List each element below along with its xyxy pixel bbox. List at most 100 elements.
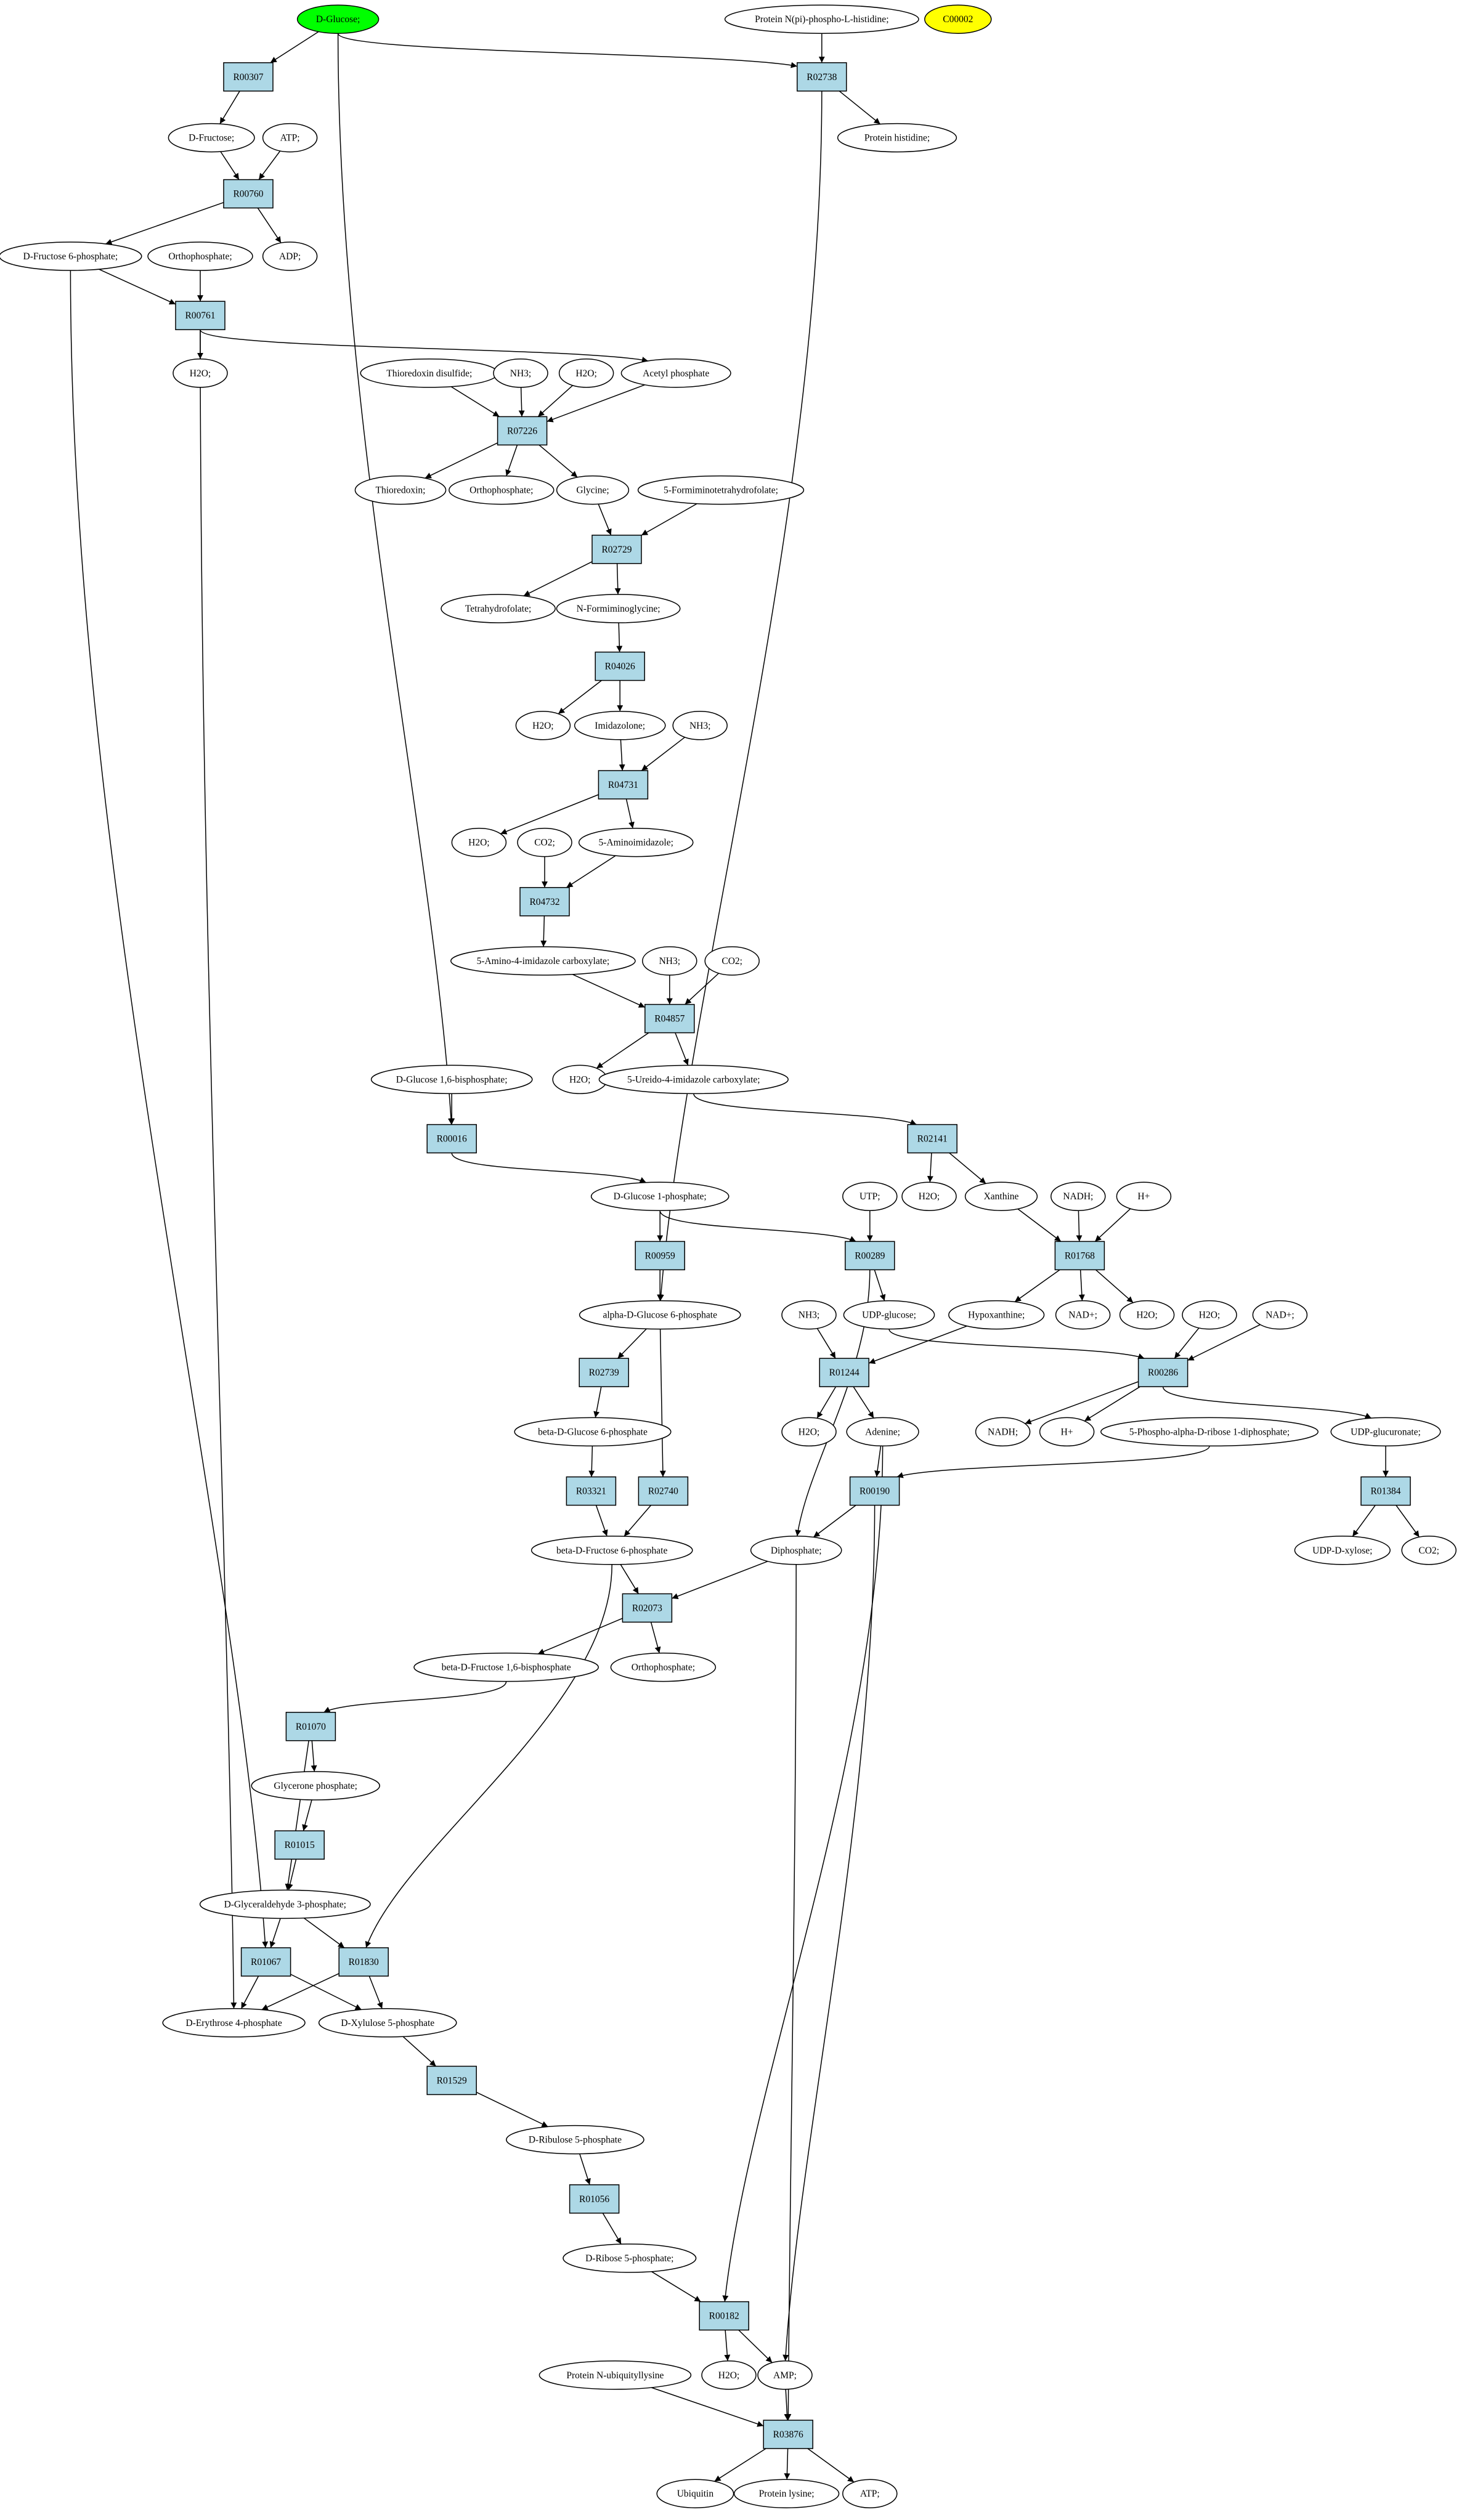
compound-node-nadh[interactable]: NADH; — [1051, 1181, 1106, 1211]
compound-node-beta-d-glucose-6-phosphate[interactable]: beta-D-Glucose 6-phosphate — [514, 1417, 672, 1447]
compound-node-5-aminoimidazole[interactable]: 5-Aminoimidazole; — [578, 827, 694, 857]
reaction-node-R00307[interactable]: R00307 — [223, 62, 274, 92]
compound-node-h2o[interactable]: H2O; — [173, 359, 228, 388]
compound-node-tetrahydrofolate[interactable]: Tetrahydrofolate; — [441, 594, 556, 623]
reaction-node-R04857[interactable]: R04857 — [644, 1003, 695, 1034]
reaction-node-R03876[interactable]: R03876 — [763, 2420, 813, 2449]
reaction-node-R04026[interactable]: R04026 — [595, 651, 645, 681]
compound-node-h[interactable]: H+ — [1116, 1181, 1172, 1211]
compound-node-d-fructose-6-phosphate[interactable]: D-Fructose 6-phosphate; — [0, 241, 142, 271]
reaction-node-R00959[interactable]: R00959 — [635, 1241, 685, 1271]
compound-node-h2o[interactable]: H2O; — [1119, 1300, 1175, 1330]
reaction-node-R01070[interactable]: R01070 — [285, 1712, 336, 1741]
reaction-node-R00190[interactable]: R00190 — [849, 1476, 900, 1506]
compound-node-protein-n-ubiquityllysine[interactable]: Protein N-ubiquityllysine — [538, 2360, 692, 2390]
reaction-node-R02740[interactable]: R02740 — [638, 1476, 689, 1506]
reaction-node-R01529[interactable]: R01529 — [426, 2065, 477, 2096]
compound-node-hypoxanthine[interactable]: Hypoxanthine; — [948, 1300, 1045, 1330]
compound-node-d-erythrose-4-phosphate[interactable]: D-Erythrose 4-phosphate — [162, 2008, 306, 2038]
compound-node-protein-lysine[interactable]: Protein lysine; — [733, 2479, 840, 2508]
compound-node-h2o[interactable]: H2O; — [451, 827, 507, 857]
compound-node-atp[interactable]: ATP; — [842, 2479, 898, 2508]
reaction-node-R04731[interactable]: R04731 — [598, 770, 649, 800]
compound-node-5-ureido-4-imidazole-carboxylate[interactable]: 5-Ureido-4-imidazole carboxylate; — [598, 1064, 789, 1095]
compound-node-5-formiminotetrahydrofolate[interactable]: 5-Formiminotetrahydrofolate; — [637, 475, 805, 505]
reaction-node-R02738[interactable]: R02738 — [797, 62, 847, 92]
compound-node-d-glyceraldehyde-3-phosphate[interactable]: D-Glyceraldehyde 3-phosphate; — [199, 1889, 371, 1919]
compound-node-udp-glucose[interactable]: UDP-glucose; — [843, 1300, 935, 1330]
compound-node-co2[interactable]: CO2; — [517, 827, 572, 857]
compound-node-n-formiminoglycine[interactable]: N-Formiminoglycine; — [556, 594, 681, 623]
reaction-node-R01056[interactable]: R01056 — [569, 2184, 620, 2214]
compound-node-co2[interactable]: CO2; — [1401, 1536, 1457, 1565]
reaction-node-R00760[interactable]: R00760 — [223, 179, 274, 209]
compound-node-h2o[interactable]: H2O; — [901, 1181, 957, 1211]
compound-node-nh3[interactable]: NH3; — [642, 946, 697, 976]
reaction-node-R01067[interactable]: R01067 — [240, 1947, 291, 1977]
reaction-node-R01830[interactable]: R01830 — [338, 1947, 389, 1977]
reaction-node-R00016[interactable]: R00016 — [426, 1124, 477, 1154]
reaction-node-R00761[interactable]: R00761 — [175, 301, 226, 330]
compound-node-protein-n-pi-phospho-l-histidine[interactable]: Protein N(pi)-phospho-L-histidine; — [724, 4, 919, 34]
reaction-node-R04732[interactable]: R04732 — [519, 887, 570, 917]
compound-node-orthophosphate[interactable]: Orthophosphate; — [449, 475, 555, 505]
compound-node-thioredoxin[interactable]: Thioredoxin; — [354, 475, 447, 505]
compound-node-alpha-d-glucose-6-phosphate[interactable]: alpha-D-Glucose 6-phosphate — [579, 1300, 741, 1330]
reaction-node-R01384[interactable]: R01384 — [1360, 1476, 1411, 1506]
compound-node-h[interactable]: H+ — [1039, 1417, 1095, 1447]
compound-node-h2o[interactable]: H2O; — [558, 359, 614, 388]
reaction-node-R00286[interactable]: R00286 — [1137, 1358, 1189, 1387]
compound-node-glycerone-phosphate[interactable]: Glycerone phosphate; — [251, 1771, 380, 1801]
compound-node-orthophosphate[interactable]: Orthophosphate; — [610, 1652, 717, 1682]
compound-node-beta-d-fructose-6-phosphate[interactable]: beta-D-Fructose 6-phosphate — [530, 1536, 693, 1565]
compound-node-h2o[interactable]: H2O; — [1182, 1300, 1237, 1330]
compound-node-h2o[interactable]: H2O; — [515, 711, 571, 740]
compound-node-d-fructose[interactable]: D-Fructose; — [168, 123, 255, 153]
compound-node-adenine[interactable]: Adenine; — [846, 1417, 919, 1447]
reaction-node-R03321[interactable]: R03321 — [566, 1476, 617, 1506]
compound-node-c00002[interactable]: C00002 — [924, 4, 992, 34]
compound-node-5-phospho-alpha-d-ribose-1-diphosphate[interactable]: 5-Phospho-alpha-D-ribose 1-diphosphate; — [1100, 1417, 1319, 1447]
compound-node-d-ribulose-5-phosphate[interactable]: D-Ribulose 5-phosphate — [506, 2125, 644, 2155]
compound-node-adp[interactable]: ADP; — [262, 241, 318, 271]
compound-node-d-glucose[interactable]: D-Glucose; — [296, 4, 380, 34]
compound-node-co2[interactable]: CO2; — [704, 946, 760, 976]
reaction-node-R00182[interactable]: R00182 — [699, 2301, 749, 2331]
compound-node-nh3[interactable]: NH3; — [672, 711, 728, 740]
reaction-node-R02739[interactable]: R02739 — [579, 1358, 629, 1387]
compound-node-udp-d-xylose[interactable]: UDP-D-xylose; — [1294, 1536, 1391, 1565]
compound-node-glycine[interactable]: Glycine; — [556, 475, 630, 505]
compound-node-beta-d-fructose-1-6-bisphosphate[interactable]: beta-D-Fructose 1,6-bisphosphate — [413, 1652, 599, 1682]
reaction-node-R01244[interactable]: R01244 — [819, 1358, 869, 1387]
reaction-node-R02729[interactable]: R02729 — [591, 535, 642, 564]
reaction-node-R01768[interactable]: R01768 — [1054, 1241, 1105, 1271]
compound-node-d-glucose-1-6-bisphosphate[interactable]: D-Glucose 1,6-bisphosphate; — [370, 1064, 533, 1095]
compound-node-ubiquitin[interactable]: Ubiquitin — [656, 2479, 734, 2508]
compound-node-thioredoxin-disulfide[interactable]: Thioredoxin disulfide; — [360, 359, 499, 388]
compound-node-orthophosphate[interactable]: Orthophosphate; — [147, 241, 253, 271]
compound-node-h2o[interactable]: H2O; — [701, 2360, 757, 2390]
compound-node-5-amino-4-imidazole-carboxylate[interactable]: 5-Amino-4-imidazole carboxylate; — [450, 946, 636, 976]
reaction-node-R01015[interactable]: R01015 — [274, 1830, 325, 1860]
compound-node-nad[interactable]: NAD+; — [1252, 1300, 1308, 1330]
compound-node-h2o[interactable]: H2O; — [552, 1064, 608, 1095]
compound-node-nadh[interactable]: NADH; — [975, 1417, 1031, 1447]
compound-node-d-xylulose-5-phosphate[interactable]: D-Xylulose 5-phosphate — [318, 2008, 457, 2038]
reaction-node-R00289[interactable]: R00289 — [845, 1241, 895, 1271]
compound-node-d-glucose-1-phosphate[interactable]: D-Glucose 1-phosphate; — [590, 1181, 730, 1211]
compound-node-d-ribose-5-phosphate[interactable]: D-Ribose 5-phosphate; — [563, 2243, 697, 2273]
compound-node-utp[interactable]: UTP; — [842, 1181, 898, 1211]
compound-node-nh3[interactable]: NH3; — [781, 1300, 837, 1330]
compound-node-protein-histidine[interactable]: Protein histidine; — [837, 123, 957, 153]
compound-node-xanthine[interactable]: Xanthine — [964, 1181, 1038, 1211]
compound-node-imidazolone[interactable]: Imidazolone; — [574, 711, 666, 740]
compound-node-h2o[interactable]: H2O; — [781, 1417, 837, 1447]
compound-node-acetyl-phosphate[interactable]: Acetyl phosphate — [620, 359, 731, 388]
compound-node-atp[interactable]: ATP; — [262, 123, 318, 153]
compound-node-udp-glucuronate[interactable]: UDP-glucuronate; — [1330, 1417, 1441, 1447]
reaction-node-R02141[interactable]: R02141 — [907, 1124, 957, 1154]
compound-node-diphosphate[interactable]: Diphosphate; — [750, 1536, 842, 1565]
compound-node-nh3[interactable]: NH3; — [493, 359, 548, 388]
reaction-node-R07226[interactable]: R07226 — [497, 416, 548, 446]
reaction-node-R02073[interactable]: R02073 — [622, 1593, 673, 1623]
